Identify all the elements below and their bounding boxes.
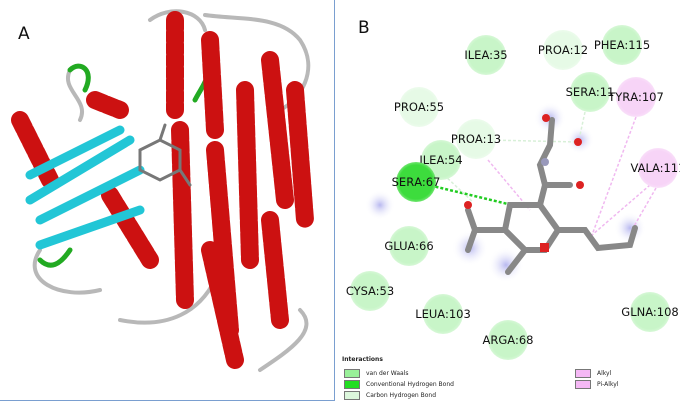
legend-label: Alkyl [597, 370, 612, 377]
residue-id: A:66 [407, 238, 434, 253]
residue-id: A:111 [651, 160, 680, 175]
legend-item-pi-alkyl: Pi-Alkyl [575, 380, 618, 389]
residue-label: VAL [630, 160, 652, 175]
atoms [464, 114, 584, 252]
panel-a-label: A [18, 24, 30, 44]
residue-label: GLN [621, 304, 646, 319]
panel-b-label: B [358, 18, 370, 38]
residue-id: A:115 [616, 37, 651, 52]
residue-id: A:35 [481, 47, 508, 62]
legend-item-alkyl: Alkyl [575, 369, 611, 378]
residue-id: A:53 [367, 283, 395, 298]
residue-label: TYR [608, 89, 631, 104]
legend-item-vdw: van der Waals [344, 369, 409, 378]
solvent-halos [365, 102, 646, 283]
residue-label: GLU [384, 238, 408, 253]
legend-label: Carbon Hydrogen Bond [366, 392, 437, 399]
interaction-diagram-panel: B [340, 0, 680, 403]
residue-id: A:68 [507, 332, 534, 347]
residue-id: A:13 [474, 131, 502, 146]
legend-item-hbond: Conventional Hydrogen Bond [344, 380, 454, 389]
residue-label: PRO [537, 42, 562, 57]
legend-label: Pi-Alkyl [597, 381, 619, 388]
residue-label: PHE [593, 37, 617, 52]
legend-swatch [575, 380, 591, 389]
loop [32, 9, 311, 372]
residue-label: SER [565, 84, 589, 99]
residue-id: A:55 [417, 99, 445, 114]
residue-id: A:11 [588, 84, 615, 99]
residue-id: A:67 [414, 174, 441, 189]
legend-swatch [344, 369, 360, 378]
residue-label: PRO [393, 99, 418, 114]
legend-item-ch-bond: Carbon Hydrogen Bond [344, 391, 436, 400]
protein-cartoon-panel: A [0, 0, 335, 401]
residue-label: CYS [345, 283, 368, 298]
legend-label: Conventional Hydrogen Bond [366, 381, 454, 388]
legend-title: Interactions [342, 356, 383, 363]
legend-swatch [344, 380, 360, 389]
helix [11, 11, 314, 369]
residue-label: ILE [464, 47, 482, 62]
legend-swatch [344, 391, 360, 400]
residue-label: ARG [482, 332, 508, 347]
ligand-sticks [138, 123, 192, 187]
residue-id: A:12 [561, 42, 589, 57]
beta-sheet [25, 125, 145, 250]
residue-id: A:103 [437, 306, 471, 321]
legend-label: van der Waals [366, 370, 409, 377]
residue-label: ILE [419, 152, 437, 167]
legend-swatch [575, 369, 591, 378]
residue-label: SER [391, 174, 415, 189]
residue-id: A:108 [645, 304, 679, 319]
ligand-diagram [365, 102, 657, 283]
protein-structure [11, 9, 314, 372]
residue-label: LEU [415, 306, 438, 321]
residue-label: PRO [450, 131, 475, 146]
residue-id: A:107 [630, 89, 664, 104]
residue-id: A:54 [436, 152, 463, 167]
